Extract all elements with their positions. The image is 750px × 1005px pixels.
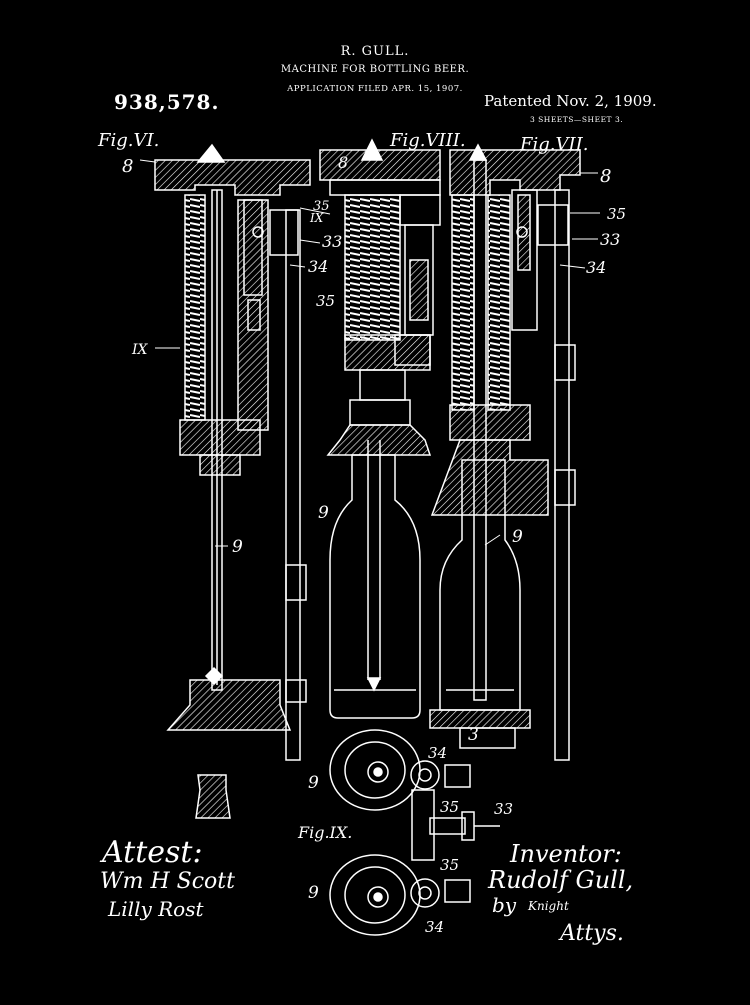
fig6-label: Fig.VI. — [97, 130, 159, 151]
patent-title: MACHINE FOR BOTTLING BEER. — [280, 64, 470, 75]
patent-number: 938,578. — [114, 90, 220, 114]
numeral-8: 8 — [122, 156, 133, 177]
fig8-label: Fig.VIII. — [389, 130, 466, 151]
figure-labels: Fig.VI. Fig.VIII. Fig.VII. Fig.IX. 8 8 8… — [97, 130, 626, 936]
numeral-8: 8 — [600, 166, 611, 187]
sheet-count: 3 SHEETS—SHEET 3. — [530, 115, 624, 124]
numeral-3: 3 — [468, 725, 479, 745]
figure-9 — [329, 729, 500, 936]
numeral-8: 8 — [338, 153, 348, 172]
numeral-35: 35 — [440, 856, 459, 874]
section-ix: IX — [309, 211, 324, 225]
inventor-signature: Rudolf Gull, — [487, 866, 633, 894]
application-filed: APPLICATION FILED APR. 15, 1907. — [287, 84, 463, 94]
numeral-34: 34 — [586, 258, 606, 277]
numeral-35: 35 — [313, 199, 330, 214]
by-label: by — [492, 893, 517, 917]
signatures: Attest: Wm H Scott Lilly Rost Inventor: … — [99, 835, 633, 946]
numeral-35: 35 — [607, 205, 626, 223]
figure-6 — [154, 143, 311, 761]
numeral-34: 34 — [425, 918, 444, 936]
figure-8 — [319, 138, 441, 719]
numeral-33: 33 — [322, 232, 342, 251]
witness-signature-2: Lilly Rost — [107, 897, 204, 921]
numeral-9: 9 — [308, 883, 319, 903]
numeral-9: 9 — [318, 503, 329, 523]
numeral-35: 35 — [440, 798, 459, 816]
inventor-name-header: R. GULL. — [340, 44, 410, 59]
numeral-33: 33 — [494, 800, 513, 818]
numeral-33: 33 — [600, 230, 620, 249]
figure-7 — [429, 143, 581, 761]
numeral-9: 9 — [512, 527, 523, 547]
patented-date: Patented Nov. 2, 1909. — [484, 92, 657, 110]
cork-detail — [195, 774, 231, 819]
numeral-9: 9 — [232, 537, 243, 557]
numeral-34: 34 — [308, 257, 328, 276]
leader-lines — [139, 159, 600, 547]
witness-signature-1: Wm H Scott — [100, 869, 235, 894]
numeral-35: 35 — [316, 292, 335, 310]
attest-label: Attest: — [99, 835, 203, 870]
fig9-label: Fig.IX. — [297, 823, 352, 842]
attorney-signature: Knight — [527, 899, 569, 913]
section-ix: IX — [131, 342, 149, 358]
inventor-label: Inventor: — [509, 840, 622, 868]
fig7-label: Fig.VII. — [519, 134, 588, 155]
attys-label: Attys. — [558, 921, 624, 946]
numeral-34: 34 — [428, 744, 447, 762]
numeral-9: 9 — [308, 773, 319, 793]
